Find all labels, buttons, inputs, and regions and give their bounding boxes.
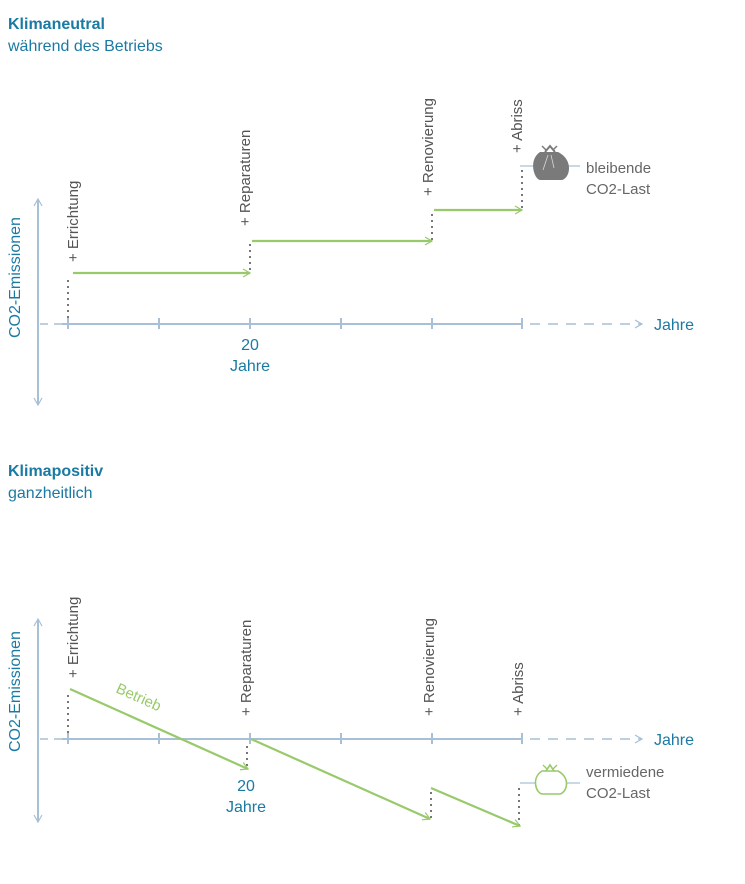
- diagram1-ticks: [67, 318, 523, 329]
- diagram2-event-abriss: + Abriss: [510, 662, 527, 716]
- diagram2-y-axis-label: CO2-Emissionen: [7, 631, 24, 752]
- diagram1-x-axis-label: Jahre: [654, 317, 694, 334]
- diagram1: CO2-Emissionen Jahre 20 Jahre: [7, 98, 694, 407]
- segment-3: [430, 786, 522, 828]
- diagram2-event-renovierung: + Renovierung: [421, 618, 438, 716]
- diagram2-line-label: Betrieb: [113, 680, 163, 715]
- diagram2-y-axis-arrow-up: [33, 617, 43, 627]
- diagram1-tick-label-unit: Jahre: [230, 358, 270, 375]
- diagram1-end-note-line1: bleibende: [586, 160, 651, 177]
- diagram1-risers: [67, 166, 523, 318]
- diagram2-end-note-line1: vermiedene: [586, 764, 664, 781]
- diagram1-event-renovierung: + Renovierung: [420, 98, 437, 196]
- diagram1-emission-steps: [73, 205, 524, 278]
- diagram1-event-reparaturen: + Reparaturen: [237, 130, 254, 226]
- diagram1-event-errichtung: + Errichtung: [65, 181, 82, 262]
- garbage-bag-filled-icon: [533, 144, 569, 180]
- diagram2: CO2-Emissionen Jahre 20 Jahre: [7, 597, 694, 828]
- diagram2-end-note-line2: CO2-Last: [586, 785, 651, 802]
- diagram2-emission-lines: [69, 687, 522, 828]
- diagram1-tick-label-value: 20: [241, 337, 259, 354]
- garbage-bag-outline-icon: [534, 763, 568, 795]
- diagram2-event-errichtung: + Errichtung: [65, 597, 82, 678]
- diagram2-tick-label-unit: Jahre: [226, 799, 266, 816]
- diagram1-y-axis-arrow-up: [33, 197, 43, 207]
- segment-1: [69, 687, 250, 771]
- diagram1-event-abriss: + Abriss: [509, 99, 526, 153]
- diagram1-end-note-line2: CO2-Last: [586, 181, 651, 198]
- diagram1-subtitle: während des Betriebs: [8, 38, 163, 55]
- diagram1-y-axis-label: CO2-Emissionen: [7, 217, 24, 338]
- diagram2-ticks: [67, 733, 523, 744]
- segment-2: [250, 737, 432, 821]
- diagram2-title: Klimapositiv: [8, 463, 104, 480]
- diagram2-x-axis-label: Jahre: [654, 732, 694, 749]
- diagram2-risers: [67, 692, 520, 826]
- diagram2-y-axis-arrow-down: [33, 814, 43, 824]
- diagram2-subtitle: ganzheitlich: [8, 485, 93, 502]
- diagram1-title: Klimaneutral: [8, 16, 105, 33]
- diagram1-y-axis-arrow-down: [33, 397, 43, 407]
- diagram2-tick-label-value: 20: [237, 778, 255, 795]
- diagram2-event-reparaturen: + Reparaturen: [238, 620, 255, 716]
